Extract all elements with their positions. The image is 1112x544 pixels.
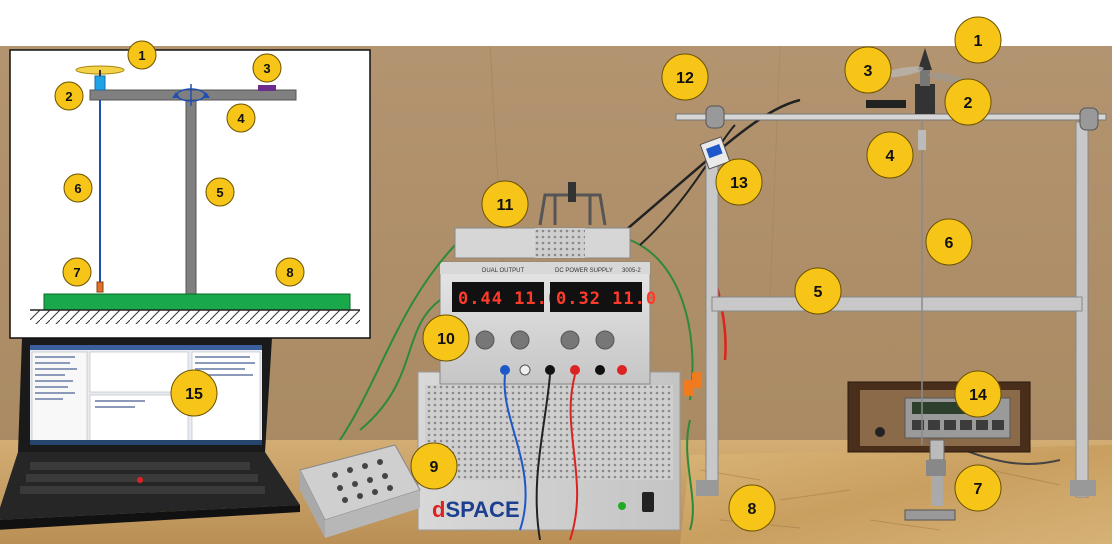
photo-callout-label-5: 5 <box>814 284 823 301</box>
inset-callout-label-3: 3 <box>263 61 270 76</box>
psu-terminal-blue[interactable] <box>500 365 510 375</box>
photo-callout-label-11: 11 <box>497 197 514 214</box>
top-margin <box>0 0 1112 46</box>
photo-callout-circle-5 <box>794 267 842 315</box>
inset-counterweight <box>258 85 276 91</box>
laptop <box>0 338 300 530</box>
psu-panel-label-left: DUAL OUTPUT <box>482 268 524 274</box>
inset-motor <box>94 75 106 91</box>
dc-power-supply: DUAL OUTPUT DC POWER SUPPLY 3005-2 0.44 … <box>439 261 657 385</box>
photo-callout-label-8: 8 <box>748 501 757 518</box>
psu-knob-4[interactable] <box>595 330 615 350</box>
inset-callout-circle-4 <box>226 103 256 133</box>
inset-load-cell <box>96 281 104 293</box>
esc-counterweight <box>866 100 906 108</box>
photo-callout-circle-15 <box>170 369 218 417</box>
photo-callout-circle-9 <box>410 442 458 490</box>
photo-callout-label-12: 12 <box>676 70 694 87</box>
inset-callout-circle-5 <box>205 177 235 207</box>
psu-display-1 <box>452 282 544 312</box>
dspace-unit: dSPACE <box>417 371 681 531</box>
dspace-power-led <box>618 502 626 510</box>
photo-callout-circle-4 <box>866 131 914 179</box>
photo-callout-label-2: 2 <box>964 95 973 112</box>
inset-callout-label-2: 2 <box>65 89 72 104</box>
photo-callout-label-15: 15 <box>185 386 203 403</box>
inset-callout-label-5: 5 <box>216 185 223 200</box>
psu-terminal-black[interactable] <box>545 365 555 375</box>
photo-callout-label-14: 14 <box>969 387 987 404</box>
rotor-assembly <box>866 48 968 445</box>
inset-callout-circle-3 <box>252 53 282 83</box>
psu-display-2 <box>550 282 642 312</box>
signal-conditioner <box>454 182 631 259</box>
propeller-blade <box>880 66 924 78</box>
dspace-vent-grille <box>425 385 673 480</box>
horizontal-tube <box>711 296 1083 312</box>
inset-callout-circle-1 <box>127 40 157 70</box>
photo-callout-label-10: 10 <box>437 331 455 348</box>
photo-callout-label-9: 9 <box>430 459 439 476</box>
photo-callout-label-6: 6 <box>945 235 954 252</box>
photo-callout-circle-14 <box>954 370 1002 418</box>
photo-callout-label-7: 7 <box>974 481 983 498</box>
photo-callout-circle-2 <box>944 78 992 126</box>
photo-callout-circle-6 <box>925 218 973 266</box>
osb-base-board <box>680 445 1112 544</box>
psu-display-1-text: 0.44 11.0 <box>458 289 559 309</box>
photo-callout-circle-10 <box>422 314 470 362</box>
inset-callout-circle-8 <box>275 257 305 287</box>
psu-panel-label-right: DC POWER SUPPLY <box>555 268 613 274</box>
load-cell-stand <box>904 439 956 521</box>
inset-callout-label-1: 1 <box>138 48 145 63</box>
psu-knob-1[interactable] <box>475 330 495 350</box>
inset-callout-label-6: 6 <box>74 181 81 196</box>
photo-callout-circle-7 <box>954 464 1002 512</box>
psu-terminal-red-1[interactable] <box>570 365 580 375</box>
inset-callout-label-7: 7 <box>73 265 80 280</box>
photo-callout-circle-13 <box>715 158 763 206</box>
psu-terminal-white[interactable] <box>519 364 531 376</box>
psu-display-2-text: 0.32 11.0 <box>556 289 657 309</box>
inset-callout-circle-6 <box>63 173 93 203</box>
inset-pivot-icon <box>172 84 210 106</box>
dspace-power-switch[interactable] <box>642 492 654 512</box>
inset-post <box>185 99 197 295</box>
psu-terminal-black-2[interactable] <box>595 365 605 375</box>
inset-base <box>43 293 351 311</box>
imu-module <box>699 136 731 170</box>
psu-model: 3005-2 <box>622 268 641 274</box>
psu-knob-2[interactable] <box>510 330 530 350</box>
photo-callout-circle-11 <box>481 180 529 228</box>
terminal-breakout-box <box>299 444 421 538</box>
inset-callout-label-4: 4 <box>237 111 245 126</box>
inset-callout-label-8: 8 <box>286 265 293 280</box>
photo-callout-label-3: 3 <box>864 63 873 80</box>
inset-callout-circle-7 <box>62 257 92 287</box>
hinge-block <box>705 105 725 129</box>
motor <box>915 84 935 114</box>
dspace-logo: dSPACE <box>432 497 520 522</box>
photo-callout-circle-12 <box>661 53 709 101</box>
top-beam <box>675 113 1107 121</box>
photo-callout-label-4: 4 <box>886 148 895 165</box>
photo-callout-circle-1 <box>954 16 1002 64</box>
left-post <box>705 149 719 496</box>
photo-callout-circle-3 <box>844 46 892 94</box>
psu-terminal-red-2[interactable] <box>617 365 627 375</box>
psu-knob-3[interactable] <box>560 330 580 350</box>
photo-callout-label-1: 1 <box>974 33 983 50</box>
photo-callout-label-13: 13 <box>730 175 748 192</box>
photo-callout-circle-8 <box>728 484 776 532</box>
inset-beam <box>89 89 297 101</box>
inset-callout-circle-2 <box>54 81 84 111</box>
